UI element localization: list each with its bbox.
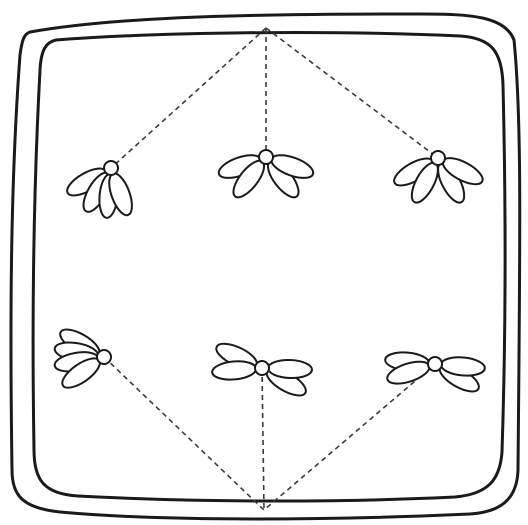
flower-group-top-left (63, 161, 136, 219)
petal (211, 360, 256, 382)
flower-group-bottom-left (53, 324, 111, 393)
knot-circle (104, 161, 118, 175)
thread-bottom-center (262, 368, 264, 510)
knot-circle (431, 151, 445, 165)
knot-circle (255, 361, 269, 375)
flower-groups (53, 150, 486, 401)
flower-group-bottom-right (384, 351, 485, 397)
thread-bottom-left (104, 357, 264, 510)
flower-group-top-right (390, 151, 486, 206)
knot-circle (97, 350, 111, 364)
knot-circle (428, 357, 442, 371)
flower-group-top-center (216, 150, 316, 202)
flower-group-bottom-center (211, 339, 312, 401)
petal (268, 359, 313, 379)
top-threads (111, 28, 438, 168)
knot-circle (259, 150, 273, 164)
thread-top-right (266, 28, 438, 158)
outer-frame (11, 14, 520, 519)
thread-top-left (111, 28, 266, 168)
inner-frame (33, 33, 505, 502)
